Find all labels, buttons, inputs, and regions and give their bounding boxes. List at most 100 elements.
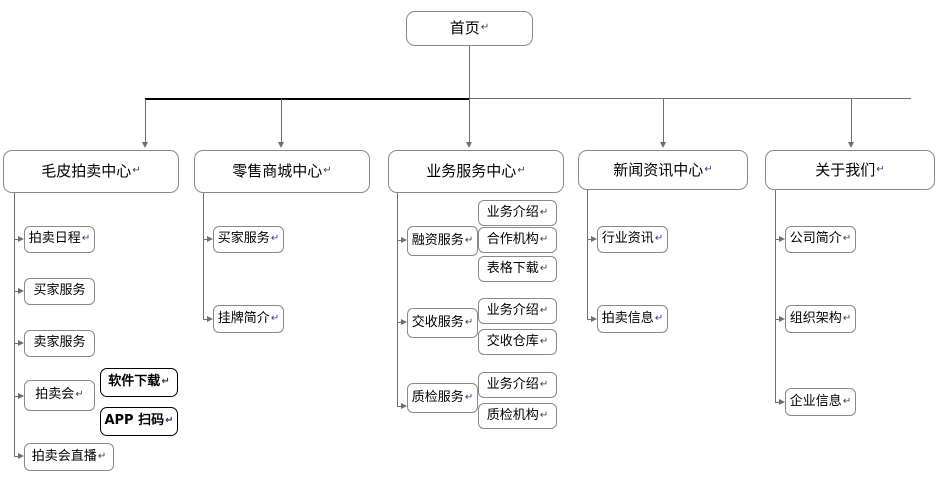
node-label: 软件下载 [108,374,161,390]
arrowhead-col4 [660,142,666,148]
node-col1-child-1[interactable]: 拍卖日程↵ [24,226,95,253]
node-col1-child-3[interactable]: 卖家服务 [24,330,95,357]
node-col5-child-2[interactable]: 组织架构↵ [785,305,856,333]
pilcrow-mark: ↵ [539,206,549,218]
pilcrow-mark: ↵ [539,378,549,390]
node-root-homepage[interactable]: 首页↵ [406,11,533,46]
arrowhead-c2-1 [207,236,213,242]
connector-branch-c3-2 [397,322,402,323]
node-label: 组织架构 [789,310,842,326]
pilcrow-mark: ↵ [539,262,549,274]
node-label: 毛皮拍卖中心 [41,162,132,181]
node-col3-child-1[interactable]: 融资服务↵ [407,226,478,256]
node-col1-child-2[interactable]: 买家服务 [24,278,95,305]
pilcrow-mark: ↵ [97,450,107,462]
arrowhead-c1-5 [18,453,24,459]
connector-drop-col3 [469,99,470,143]
node-col3-grandchild-3[interactable]: 表格下载↵ [478,256,557,282]
pilcrow-mark: ↵ [480,22,490,33]
node-col3-header[interactable]: 业务服务中心↵ [388,150,564,193]
connector-distribution-bar-left [145,98,470,100]
node-label: 拍卖会 [35,387,75,403]
node-label: 买家服务 [217,231,270,247]
node-label: 首页 [449,19,480,38]
node-col2-child-2[interactable]: 挂牌简介↵ [213,305,284,333]
pilcrow-mark: ↵ [876,163,885,175]
node-col1-child-5[interactable]: 拍卖会直播↵ [24,443,114,471]
node-label: 合作机构 [486,231,539,247]
arrowhead-c1-3 [18,340,24,346]
node-col1-header[interactable]: 毛皮拍卖中心↵ [3,150,179,193]
connector-branch-c4-1 [587,239,592,240]
pilcrow-mark: ↵ [270,312,280,324]
connector-branch-c2-2 [203,319,208,320]
pilcrow-mark: ↵ [539,233,549,245]
pilcrow-mark: ↵ [517,165,526,176]
node-label: 拍卖会直播 [31,448,97,464]
node-col4-child-1[interactable]: 行业资讯↵ [597,226,668,253]
connector-spine-col2 [203,193,204,320]
node-label: 卖家服务 [33,335,86,351]
node-col3-grandchild-6[interactable]: 业务介绍↵ [478,372,557,398]
connector-branch-c1-2 [14,291,19,292]
connector-branch-c3-1 [397,240,402,241]
node-label: 公司简介 [789,231,842,247]
node-label: 质检服务 [411,389,464,405]
node-col3-grandchild-2[interactable]: 合作机构↵ [478,227,557,253]
node-col2-header[interactable]: 零售商城中心↵ [194,150,370,193]
node-label: 零售商城中心 [232,162,323,181]
node-col1-child-4[interactable]: 拍卖会↵ [24,380,95,411]
node-col3-grandchild-1[interactable]: 业务介绍↵ [478,200,557,226]
arrowhead-c3-3 [401,403,407,409]
node-col5-header[interactable]: 关于我们↵ [765,150,935,190]
arrowhead-col2 [278,142,284,148]
connector-branch-c2-1 [203,239,208,240]
connector-drop-col2 [281,99,282,143]
node-col2-child-1[interactable]: 买家服务↵ [213,226,284,253]
node-col3-child-2[interactable]: 交收服务↵ [407,308,478,338]
connector-branch-c1-4 [14,396,19,397]
node-col3-grandchild-5[interactable]: 交收仓库↵ [478,329,557,355]
connector-spine-col5 [775,190,776,402]
pilcrow-mark: ↵ [539,335,549,347]
arrowhead-c1-2 [18,288,24,294]
pilcrow-mark: ↵ [539,304,549,316]
connector-spine-col4 [587,190,588,320]
connector-root-trunk [469,46,470,98]
node-label: 拍卖日程 [28,231,81,247]
node-label: 关于我们 [815,160,876,179]
connector-branch-c3-3 [397,406,402,407]
node-col3-child-3[interactable]: 质检服务↵ [407,383,478,413]
arrowhead-c4-1 [591,236,597,242]
node-col4-header[interactable]: 新闻资讯中心↵ [578,150,748,190]
node-col4-child-2[interactable]: 拍卖信息↵ [597,305,668,333]
pilcrow-mark: ↵ [842,312,852,324]
connector-spine-col1 [14,193,15,456]
node-col3-grandchild-4[interactable]: 业务介绍↵ [478,298,557,324]
pilcrow-mark: ↵ [842,395,852,407]
connector-drop-col5 [851,99,852,143]
node-label: 质检机构 [486,407,539,423]
node-col5-child-1[interactable]: 公司简介↵ [785,226,856,253]
arrowhead-c5-2 [779,316,785,322]
arrowhead-c3-1 [401,237,407,243]
node-label: 业务服务中心 [426,162,517,181]
node-label: 业务介绍 [486,204,539,220]
connector-spine-col3 [397,193,398,407]
arrowhead-c1-1 [18,236,24,242]
arrowhead-c1-4 [18,393,24,399]
node-col1-floating-software-download[interactable]: 软件下载↵ [100,368,178,397]
node-col5-child-3[interactable]: 企业信息↵ [785,388,856,416]
connector-branch-c1-1 [14,239,19,240]
arrowhead-c2-2 [207,316,213,322]
pilcrow-mark: ↵ [464,234,474,246]
node-label: 交收仓库 [486,333,539,349]
node-col3-grandchild-7[interactable]: 质检机构↵ [478,403,557,429]
arrowhead-c5-3 [779,399,785,405]
pilcrow-mark: ↵ [464,391,474,403]
node-label: APP 扫码 [104,413,165,429]
node-col1-floating-app-qrcode[interactable]: APP 扫码↵ [100,407,178,436]
pilcrow-mark: ↵ [270,233,280,244]
pilcrow-mark: ↵ [654,312,664,324]
node-label: 买家服务 [33,283,86,299]
